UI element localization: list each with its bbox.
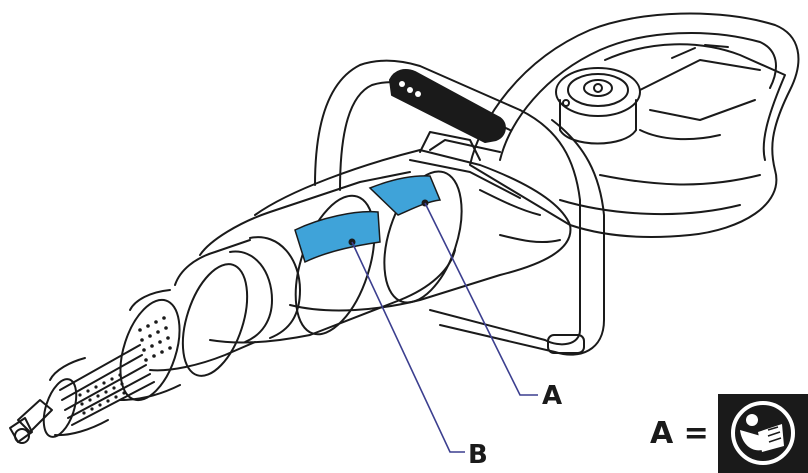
legend-label: A = [650, 416, 709, 451]
label-a-sticker [368, 175, 442, 216]
label-b-sticker [294, 210, 381, 264]
callout-a: A [542, 381, 562, 411]
read-manual-icon [718, 394, 808, 473]
handle-nameplate [389, 69, 506, 143]
grip-texture [78, 316, 172, 415]
callout-b: B [468, 440, 488, 470]
main-housing [254, 131, 572, 312]
cutter-head [469, 12, 800, 238]
leader-line-b [351, 241, 465, 453]
front-grip [9, 239, 256, 444]
control-knob [555, 67, 641, 145]
leader-line-a [424, 202, 538, 396]
